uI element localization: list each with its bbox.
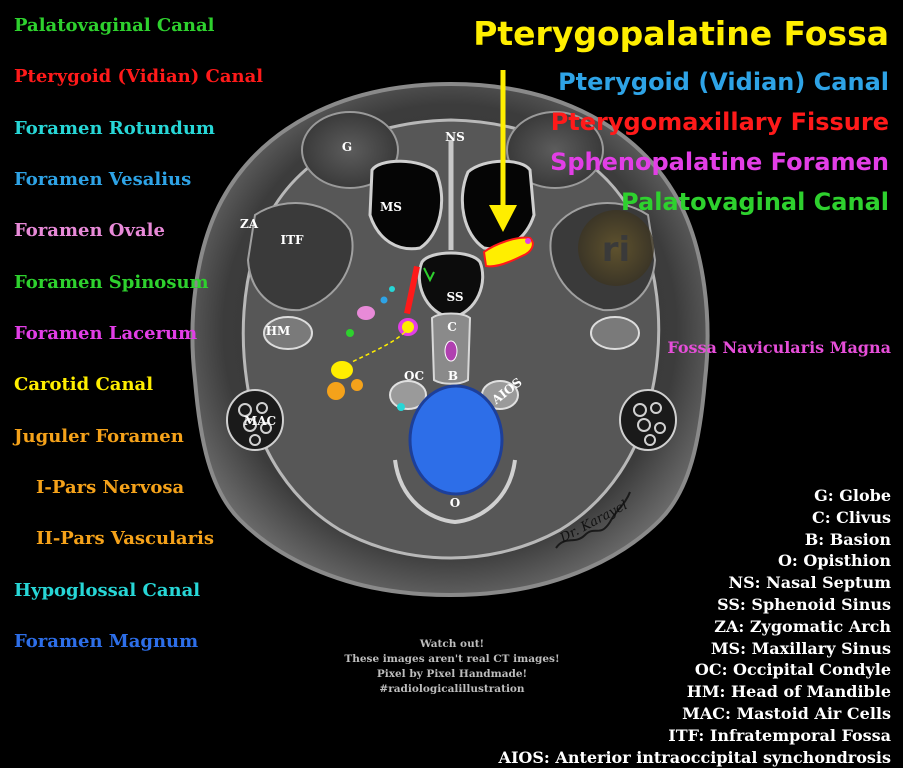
legend-foramen-lacerum: Foramen Lacerum: [14, 323, 198, 344]
pterygopalatine-connections: Pterygoid (Vidian) Canal Pterygomaxillar…: [550, 62, 889, 222]
ct-label-mac: MAC: [243, 414, 277, 428]
abbreviation-key: G: Globe C: Clivus B: Basion O: Opisthio…: [499, 485, 891, 768]
abbr-item: AIOS: Anterior intraoccipital synchondro…: [498, 747, 891, 767]
signature-mark: [555, 491, 631, 549]
disclaimer-line: Pixel by Pixel Handmade!: [376, 668, 528, 680]
mandible-head-right: [590, 316, 640, 350]
ct-label-c: C: [447, 320, 457, 334]
legend-pterygoid-canal: Pterygoid (Vidian) Canal: [14, 66, 264, 87]
ct-label-ss: SS: [446, 290, 464, 304]
abbr-item: O: Opisthion: [777, 551, 891, 571]
ct-label-hm: HM: [265, 324, 291, 338]
ct-label-itf: ITF: [280, 233, 304, 247]
pf-pterygomaxillary-fissure: Pterygomaxillary Fissure: [550, 108, 889, 136]
legend-carotid-canal: Carotid Canal: [14, 374, 154, 395]
legend-juguler-foramen: Juguler Foramen: [14, 426, 184, 447]
foramen-magnum: [408, 384, 504, 496]
mandible-head-left: [263, 316, 313, 350]
logo-circle: [578, 210, 654, 286]
carotid-canal-marker: [331, 361, 353, 379]
abbr-item: B: Basion: [804, 529, 891, 549]
foramen-vesalius-marker: [380, 296, 388, 304]
fossa-navicularis-label: Fossa Navicularis Magna: [667, 338, 891, 357]
pf-sphenopalatine-foramen: Sphenopalatine Foramen: [550, 148, 889, 176]
carotid-course: [351, 331, 406, 363]
abbr-item: MAC: Mastoid Air Cells: [682, 703, 891, 723]
abbr-item: NS: Nasal Septum: [728, 573, 891, 593]
abbr-item: ITF: Infratemporal Fossa: [668, 725, 891, 745]
abbr-item: MS: Maxillary Sinus: [710, 638, 891, 658]
foramen-ovale-marker: [357, 306, 375, 320]
disclaimer-line: Watch out!: [419, 638, 485, 650]
carotid-canal-marker-inner: [402, 321, 414, 333]
pterygoid-canal-marker: [404, 265, 420, 315]
maxillary-sinus-left: [368, 159, 444, 251]
arrow-head: [489, 205, 517, 232]
left-legend: Palatovaginal Canal Pterygoid (Vidian) C…: [0, 0, 300, 768]
palatovaginal-canal-marker: [423, 267, 435, 283]
legend-pars-nervosa: I-Pars Nervosa: [36, 477, 185, 498]
foramen-rotundum-marker: [389, 286, 395, 292]
hypoglossal-canal-marker: [397, 403, 405, 411]
abbr-item: C: Clivus: [811, 507, 891, 527]
legend-palatovaginal-canal: Palatovaginal Canal: [14, 15, 215, 36]
ct-label-ms: MS: [380, 200, 402, 214]
jugular-pars-vascularis-marker: [327, 382, 345, 400]
legend-foramen-ovale: Foramen Ovale: [14, 220, 165, 241]
mastoid-air-cells: [226, 389, 677, 451]
sphenoid-sinus: [417, 251, 485, 320]
ct-label-g: G: [341, 140, 353, 154]
legend-foramen-spinosum: Foramen Spinosum: [14, 272, 209, 293]
fossa-navicularis-marker: [444, 340, 458, 362]
legend-foramen-rotundum: Foramen Rotundum: [14, 118, 215, 139]
maxillary-sinus-right: [460, 159, 536, 251]
disclaimer: Watch out! These images aren't real CT i…: [336, 637, 568, 697]
disclaimer-line: These images aren't real CT images!: [344, 653, 560, 665]
abbr-item: SS: Sphenoid Sinus: [717, 594, 891, 614]
foramen-spinosum-marker: [346, 329, 354, 337]
abbr-item: OC: Occipital Condyle: [694, 660, 891, 680]
ct-label-ns: NS: [445, 130, 465, 144]
legend-pars-vascularis: II-Pars Vascularis: [36, 528, 215, 549]
legend-foramen-vesalius: Foramen Vesalius: [14, 169, 192, 190]
abbr-item: G: Globe: [814, 486, 891, 505]
legend-hypoglossal-canal: Hypoglossal Canal: [14, 580, 201, 601]
disclaimer-line: #radiologicalillustration: [379, 683, 525, 695]
ct-label-b: B: [447, 369, 459, 383]
ct-label-o: O: [449, 496, 461, 510]
abbr-item: HM: Head of Mandible: [686, 682, 891, 702]
legend-foramen-magnum: Foramen Magnum: [14, 631, 199, 652]
page-title: Pterygopalatine Fossa: [473, 14, 889, 53]
abbr-item: ZA: Zygomatic Arch: [714, 616, 891, 636]
ct-label-oc: OC: [403, 369, 425, 383]
pf-palatovaginal-canal: Palatovaginal Canal: [621, 188, 889, 216]
pf-pterygoid-canal: Pterygoid (Vidian) Canal: [558, 68, 889, 96]
jugular-pars-nervosa-marker: [351, 379, 363, 391]
ct-label-za: ZA: [239, 217, 259, 231]
logo-text: ri: [601, 230, 631, 270]
pterygopalatine-fossa-marker: [482, 236, 534, 268]
